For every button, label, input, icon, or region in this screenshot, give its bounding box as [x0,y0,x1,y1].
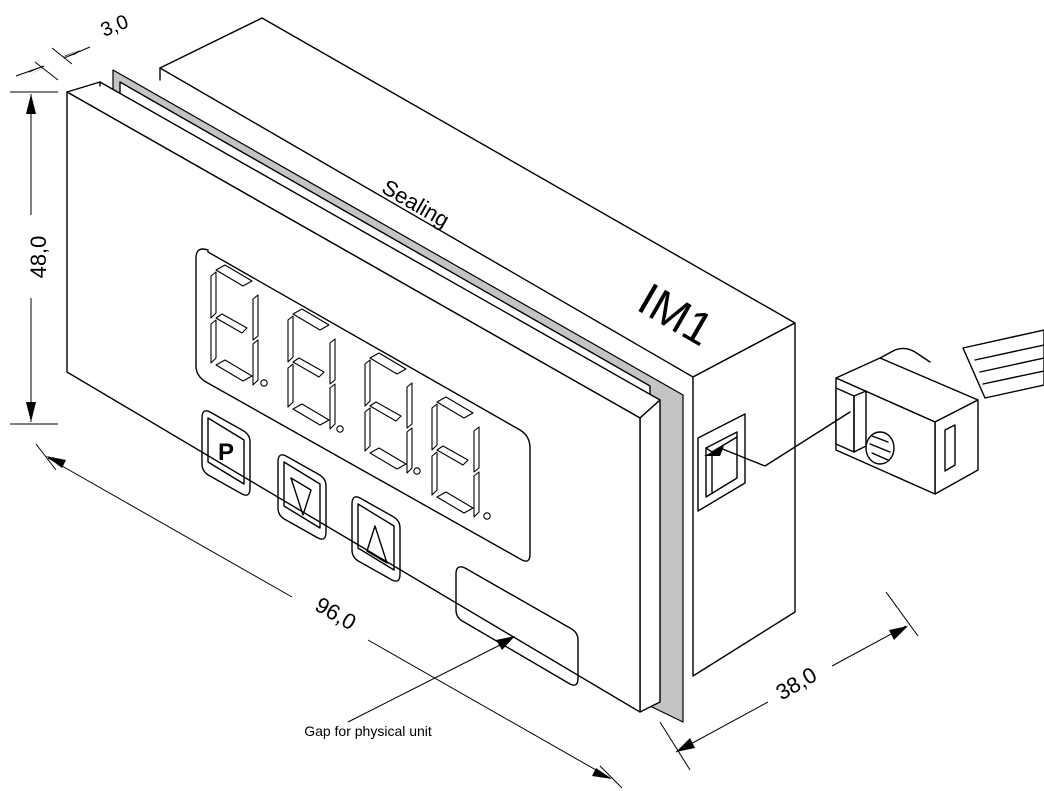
gap-note-label: Gap for physical unit [304,723,432,739]
dimension-48-0: 48,0 [10,91,58,425]
up-arrow-icon [366,525,388,564]
button-down[interactable] [277,454,327,540]
dim-48-0-label: 48,0 [26,236,51,279]
front-face [66,91,641,713]
down-arrow-icon [290,477,312,516]
dim-38-0-label: 38,0 [771,662,821,705]
digit-4 [431,396,491,520]
digit-2 [287,308,344,433]
display-window [195,248,531,562]
p-key-label: P [218,439,234,466]
connector-plug [835,329,1044,495]
dim-3-0-label: 3,0 [98,11,132,42]
unit-gap [455,566,579,686]
housing [159,17,796,677]
button-p[interactable]: P [201,410,251,496]
button-up[interactable] [351,496,401,582]
front-frame [66,81,661,713]
digit-1 [210,264,268,387]
digit-3 [364,352,421,475]
dim-96-0-label: 96,0 [311,592,361,635]
gap-leader: Gap for physical unit [304,636,515,739]
dimension-3-0: 3,0 [15,11,132,81]
